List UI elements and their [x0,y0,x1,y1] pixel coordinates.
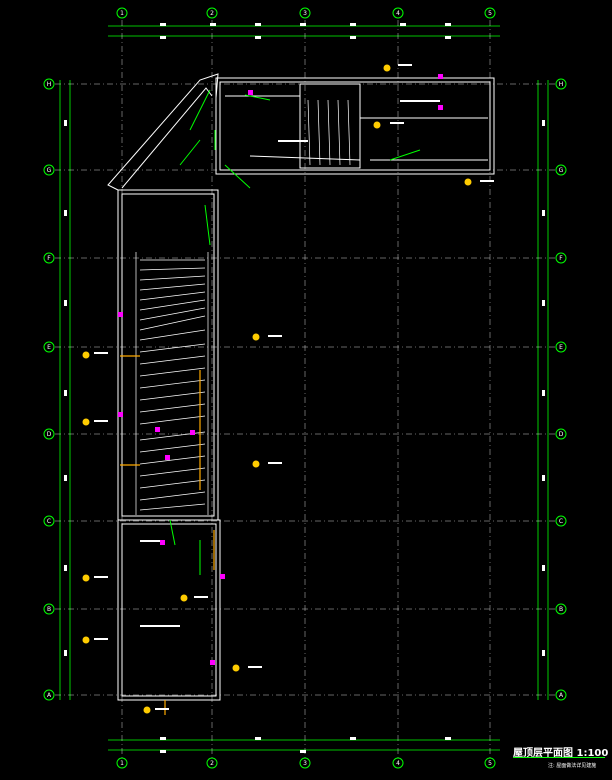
axis-label-row-c-right: C [559,518,563,525]
grid-bubbles-right [555,78,567,701]
axis-label-row-e-left: E [47,344,51,351]
axis-label-col-4-top: 4 [396,10,400,17]
axis-label-row-h-right: H [559,81,564,88]
dimension-frame [59,25,549,751]
axis-label-row-f-right: F [559,255,563,262]
axis-label-col-1-bottom: 1 [120,760,124,767]
axis-label-row-e-right: E [559,344,563,351]
axis-label-col-2-bottom: 2 [210,760,214,767]
annotation-leaders [120,355,215,715]
title-underline [513,757,605,758]
axis-label-col-5-top: 5 [488,10,492,17]
axis-label-row-h-left: H [47,81,52,88]
axis-label-row-c-left: C [47,518,51,525]
dimension-marks [64,23,545,753]
axis-label-row-d-left: D [47,431,52,438]
slope-arrows [169,89,421,575]
axis-label-col-3-top: 3 [303,10,307,17]
axis-label-col-2-top: 2 [210,10,214,17]
detail-callouts [82,64,472,714]
grid-bubbles-top [116,7,496,19]
axis-label-row-b-right: B [559,606,563,613]
grid-bubbles-left [43,78,55,701]
axis-label-row-a-left: A [47,692,52,699]
axis-label-row-d-right: D [559,431,564,438]
drawing-note: 注: 屋面做法详见建施 [548,763,597,769]
grid-bubbles-bottom [116,757,496,769]
building-walls [107,73,495,701]
note-marks [94,64,494,710]
axis-label-row-a-right: A [559,692,564,699]
axis-label-col-1-top: 1 [120,10,124,17]
axis-label-col-4-bottom: 4 [396,760,400,767]
axis-label-row-f-left: F [47,255,51,262]
drawing-title: 屋顶层平面图 1:100 [513,748,609,759]
drain-markers [118,74,443,665]
axis-label-col-3-bottom: 3 [303,760,307,767]
axis-label-col-5-bottom: 5 [488,760,492,767]
axis-label-row-g-right: G [559,167,564,174]
axis-label-row-g-left: G [47,167,52,174]
axis-label-row-b-left: B [47,606,51,613]
